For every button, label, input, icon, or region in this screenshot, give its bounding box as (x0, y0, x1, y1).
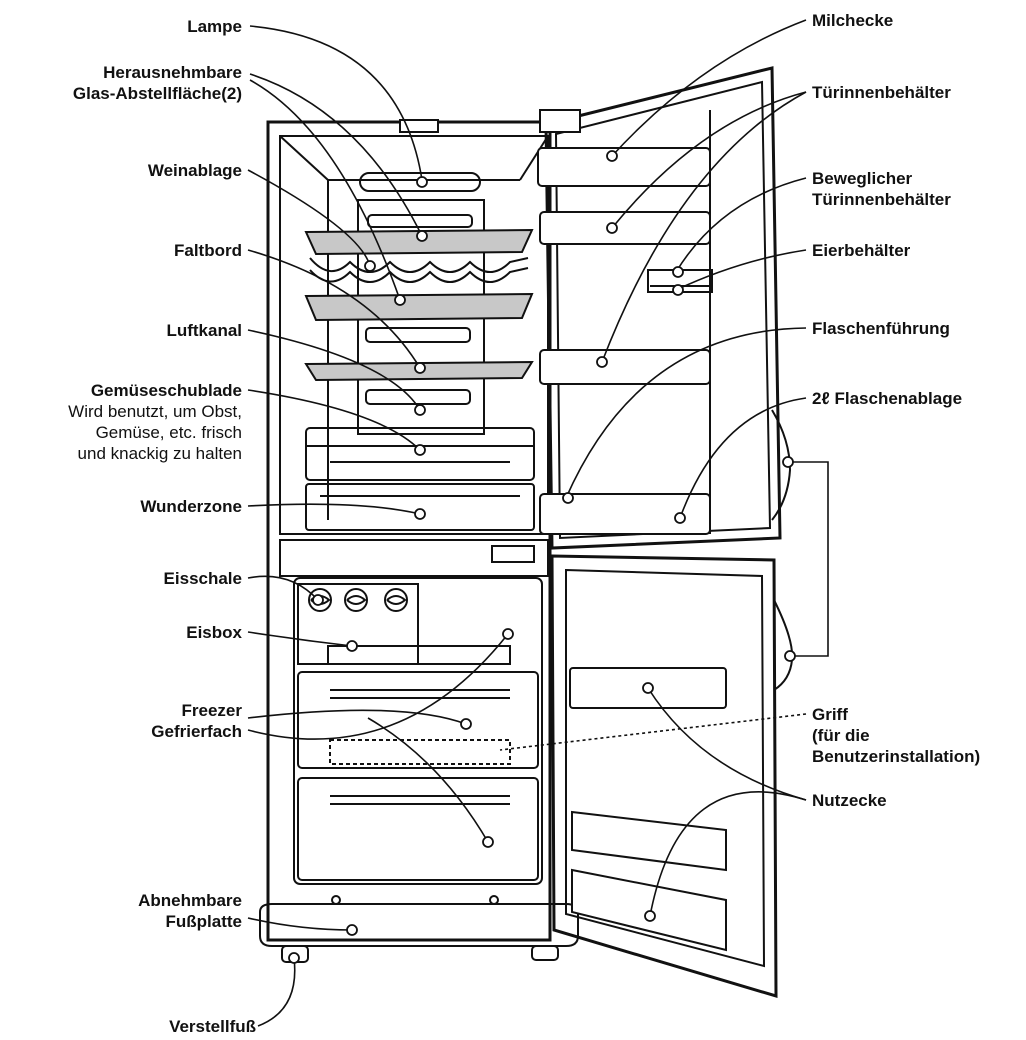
label-wunderzone-text: Wunderzone (140, 497, 242, 516)
label-glas-line1: Herausnehmbare (103, 63, 242, 82)
label-faltbord: Faltbord (174, 240, 242, 261)
label-faltbord-text: Faltbord (174, 241, 242, 260)
pointer-dots (289, 151, 795, 963)
label-freezer-line2: Gefrierfach (151, 722, 242, 741)
label-gemuese: Gemüseschublade Wird benutzt, um Obst, G… (68, 380, 242, 464)
freezer-compartment (294, 578, 542, 904)
label-gemuese-desc3: und knackig zu halten (77, 444, 242, 463)
label-tuerinnen-text: Türinnenbehälter (812, 83, 951, 102)
label-eisbox-text: Eisbox (186, 623, 242, 642)
label-verstellfuss: Verstellfuß (169, 1016, 256, 1037)
wine-rack-shape (310, 258, 528, 282)
label-weinablage-text: Weinablage (147, 161, 242, 180)
label-wunderzone: Wunderzone (140, 496, 242, 517)
label-flaschenablage-text: 2ℓ Flaschenablage (812, 389, 963, 408)
label-eisschale: Eisschale (164, 568, 242, 589)
label-glas: Herausnehmbare Glas-Abstellfläche(2) (73, 62, 242, 104)
label-weinablage: Weinablage (148, 160, 242, 181)
freezer-door (552, 556, 792, 996)
label-gemuese-desc2: Gemüse, etc. frisch (95, 423, 242, 442)
label-beweglicher-line1: Beweglicher (812, 169, 913, 188)
wonder-zone-shape (306, 484, 534, 530)
label-beweglicher-line2: Türinnenbehälter (812, 190, 951, 209)
label-milchecke-text: Milchecke (812, 11, 894, 30)
label-griff-line1: Griff (812, 705, 848, 724)
label-griff: Griff (für die Benutzerinstallation) (812, 704, 980, 767)
label-gemuese-text: Gemüseschublade (90, 381, 242, 400)
label-lampe: Lampe (187, 16, 242, 37)
label-nutzecke: Nutzecke (812, 790, 887, 811)
label-gemuese-desc1: Wird benutzt, um Obst, (68, 402, 242, 421)
label-flaschenablage: 2ℓ Flaschenablage (812, 388, 962, 409)
label-eisschale-text: Eisschale (163, 569, 242, 588)
kick-plate-shape (260, 904, 578, 962)
label-eier-text: Eierbehälter (812, 241, 911, 260)
label-abnehmbare-line1: Abnehmbare (138, 891, 242, 910)
label-luftkanal: Luftkanal (166, 320, 242, 341)
label-milchecke: Milchecke (812, 10, 893, 31)
label-abnehmbare: Abnehmbare Fußplatte (138, 890, 242, 932)
glass-shelves (306, 230, 532, 380)
label-nutzecke-text: Nutzecke (812, 791, 887, 810)
label-flaschenfuehrung: Flaschenführung (812, 318, 950, 339)
label-flaschenfuehrung-text: Flaschenführung (812, 319, 950, 338)
leader-lines (248, 20, 828, 1026)
label-luftkanal-text: Luftkanal (166, 321, 242, 340)
label-griff-line3: Benutzerinstallation) (812, 747, 981, 766)
fridge-door (538, 68, 790, 548)
label-lampe-text: Lampe (187, 17, 242, 36)
label-freezer: Freezer Gefrierfach (151, 700, 242, 742)
label-eisbox: Eisbox (186, 622, 242, 643)
label-griff-line2: (für die (812, 726, 870, 745)
cabinet-body (268, 120, 550, 940)
label-abnehmbare-line2: Fußplatte (165, 912, 243, 931)
label-verstellfuss-text: Verstellfuß (169, 1017, 256, 1036)
label-beweglicher: Beweglicher Türinnenbehälter (812, 168, 951, 210)
label-tuerinnen: Türinnenbehälter (812, 82, 951, 103)
label-glas-line2: Glas-Abstellfläche(2) (72, 84, 242, 103)
label-eier: Eierbehälter (812, 240, 910, 261)
label-freezer-line1: Freezer (181, 701, 242, 720)
